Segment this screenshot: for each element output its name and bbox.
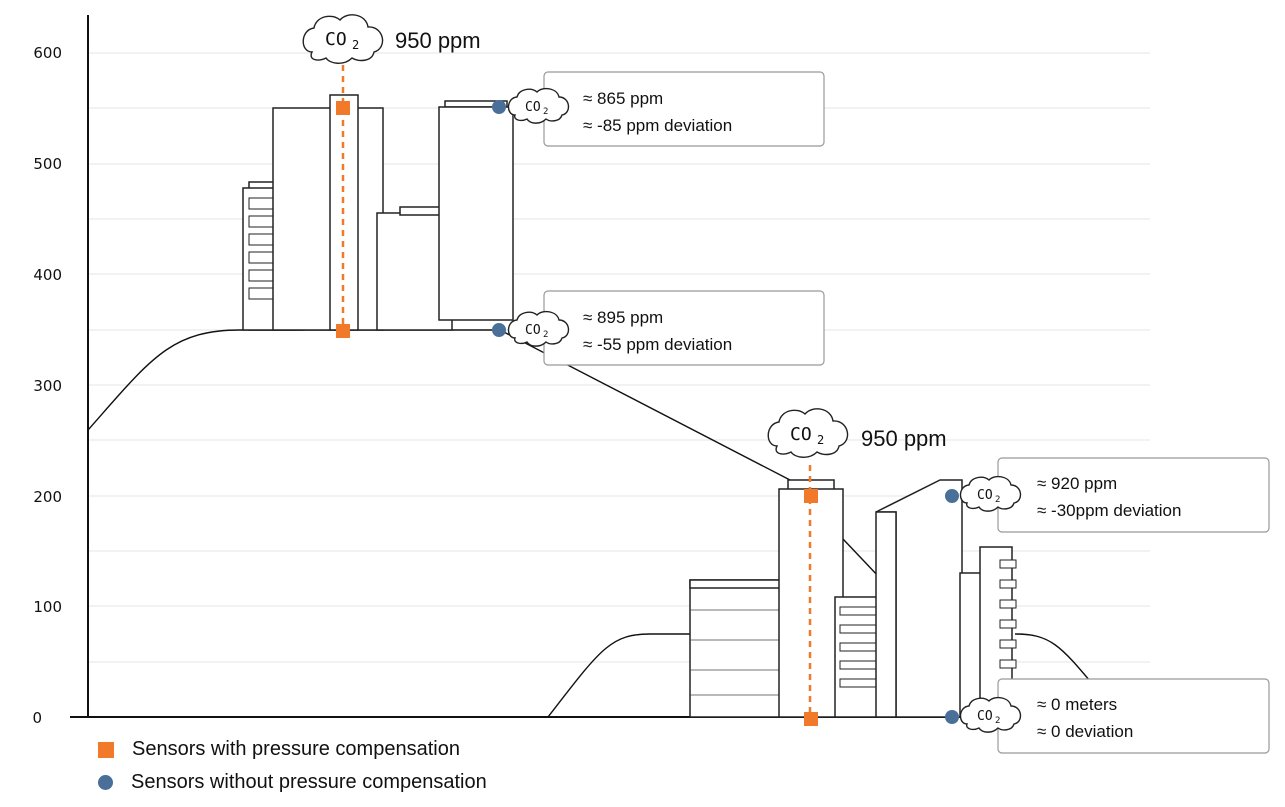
y-tick-label: 600 (33, 44, 62, 62)
building (272, 107, 384, 331)
legend-compensated: Sensors with pressure compensation (98, 738, 460, 761)
co2-cloud-icon (507, 87, 570, 124)
info-line2: ≈ 0 deviation (1037, 722, 1133, 741)
building-roof (689, 579, 781, 589)
info-line1: ≈ 895 ppm (583, 308, 663, 327)
uncompensated-sensor (945, 489, 959, 503)
valley-terrain-right (1014, 633, 1096, 688)
building (438, 106, 514, 321)
info-line2: ≈ -55 ppm deviation (583, 335, 732, 354)
info-box (997, 678, 1270, 754)
y-tick-label: 400 (33, 266, 62, 284)
legend-label: Sensors with pressure compensation (132, 738, 460, 760)
co2-cloud-icon (959, 475, 1022, 512)
co2-subscript: 2 (995, 495, 1000, 505)
valley-terrain-mid (842, 538, 881, 579)
info-callout: CO 2 ≈ 0 meters ≈ 0 deviation (959, 678, 1270, 754)
y-tick-label: 0 (32, 709, 42, 727)
co2-subscript: 2 (543, 330, 548, 340)
building (875, 511, 897, 718)
hilltop-buildings (242, 94, 514, 331)
legend-uncompensated: Sensors without pressure compensation (98, 771, 487, 794)
info-line2: ≈ -30ppm deviation (1037, 501, 1181, 520)
orange-square-icon (98, 741, 114, 758)
co2-subscript: 2 (352, 38, 359, 52)
co2-label: CO (977, 709, 993, 724)
uncompensated-sensor (492, 323, 506, 337)
valley-terrain-left (547, 633, 692, 718)
y-tick-label: 500 (33, 155, 62, 173)
co2-cloud-icon (507, 310, 570, 347)
compensated-reading-valley: 950 ppm (861, 426, 947, 451)
uncompensated-sensor (492, 100, 506, 114)
co2-subscript: 2 (543, 107, 548, 117)
terrain (87, 329, 1096, 718)
y-tick-label: 100 (33, 598, 62, 616)
co2-cloud-icon (959, 696, 1022, 733)
uncompensated-sensor (945, 710, 959, 724)
blue-dot-icon (98, 775, 113, 790)
co2-cloud-icon: CO 2 (767, 408, 849, 458)
building (689, 579, 781, 718)
info-line1: ≈ 0 meters (1037, 695, 1117, 714)
info-line1: ≈ 920 ppm (1037, 474, 1117, 493)
compensated-sensor (336, 324, 350, 338)
info-box (997, 457, 1270, 533)
valley-buildings (689, 479, 1017, 718)
co2-cloud-icon: CO 2 (302, 14, 384, 64)
y-tick-label: 300 (33, 377, 62, 395)
building-ledges (999, 559, 1017, 669)
hill-terrain (87, 329, 791, 481)
info-line1: ≈ 865 ppm (583, 89, 663, 108)
info-line2: ≈ -85 ppm deviation (583, 116, 732, 135)
legend-label: Sensors without pressure compensation (131, 771, 487, 793)
compensated-sensor (804, 712, 818, 726)
co2-label: CO (525, 323, 541, 338)
compensated-reading-hilltop: 950 ppm (395, 28, 481, 53)
co2-label: CO (325, 29, 347, 50)
co2-subscript: 2 (817, 433, 824, 447)
info-callout: CO 2 ≈ 895 ppm ≈ -55 ppm deviation (507, 290, 825, 366)
compensated-sensor (804, 489, 818, 503)
compensated-sensor (336, 101, 350, 115)
co2-label: CO (790, 424, 812, 445)
co2-label: CO (977, 488, 993, 503)
y-tick-label: 200 (33, 488, 62, 506)
info-callout: CO 2 ≈ 920 ppm ≈ -30ppm deviation (959, 457, 1270, 533)
co2-subscript: 2 (995, 716, 1000, 726)
info-callout: CO 2 ≈ 865 ppm ≈ -85 ppm deviation (507, 71, 825, 147)
co2-label: CO (525, 100, 541, 115)
